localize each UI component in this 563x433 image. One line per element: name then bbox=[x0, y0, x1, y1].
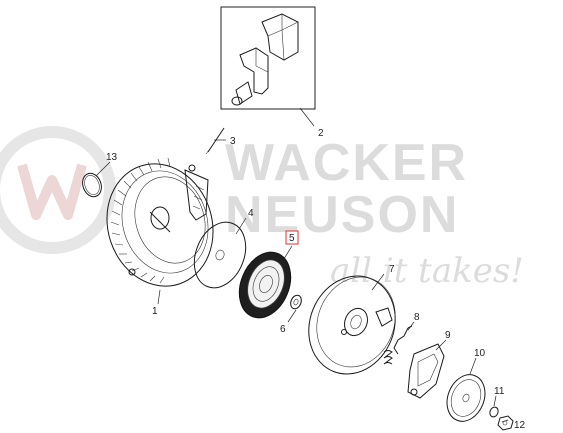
watermark-slogan: all it takes! bbox=[330, 251, 524, 291]
coil-spring bbox=[383, 350, 393, 365]
part-4-washer-disc bbox=[193, 221, 247, 289]
callout-13[interactable]: 13 bbox=[106, 152, 118, 163]
part-11-washer bbox=[489, 406, 499, 418]
callout-8[interactable]: 8 bbox=[414, 312, 420, 323]
watermark: WACKER NEUSON all it takes! bbox=[0, 126, 524, 291]
watermark-brand-line2: NEUSON bbox=[225, 186, 459, 244]
part-7-rope-pulley bbox=[308, 275, 396, 375]
part-12-nut bbox=[497, 415, 514, 431]
watermark-brand-line1: WACKER bbox=[225, 134, 468, 192]
callout-4[interactable]: 4 bbox=[248, 208, 254, 219]
part-8-pawl-spring bbox=[393, 325, 413, 355]
callout-9[interactable]: 9 bbox=[445, 330, 451, 341]
callout-12[interactable]: 12 bbox=[514, 420, 526, 431]
callout-7[interactable]: 7 bbox=[389, 264, 395, 275]
part-2-starter-handle bbox=[220, 6, 316, 110]
part-3-rope-pin bbox=[205, 127, 225, 155]
callout-5-highlight[interactable]: 5 bbox=[285, 230, 299, 245]
part-5-recoil-spring bbox=[238, 251, 292, 319]
part-9-pawl bbox=[407, 343, 445, 399]
callout-10[interactable]: 10 bbox=[474, 348, 486, 359]
callout-11[interactable]: 11 bbox=[494, 386, 505, 397]
leader-lines bbox=[95, 107, 509, 423]
part-10-cover-plate bbox=[446, 374, 486, 422]
part-1-fan-housing bbox=[106, 157, 214, 287]
callout-5-highlight-box bbox=[285, 230, 299, 245]
callout-5[interactable]: 5 bbox=[289, 233, 295, 244]
callout-6[interactable]: 6 bbox=[280, 324, 286, 335]
part-6-small-washer bbox=[290, 294, 302, 310]
watermark-logo bbox=[0, 126, 116, 254]
part-13-o-ring bbox=[82, 172, 102, 198]
callout-3[interactable]: 3 bbox=[230, 136, 236, 147]
callout-2[interactable]: 2 bbox=[318, 128, 324, 139]
callout-1[interactable]: 1 bbox=[152, 306, 158, 317]
callouts: 1 2 3 4 5 6 7 8 9 10 11 12 13 bbox=[106, 128, 526, 431]
